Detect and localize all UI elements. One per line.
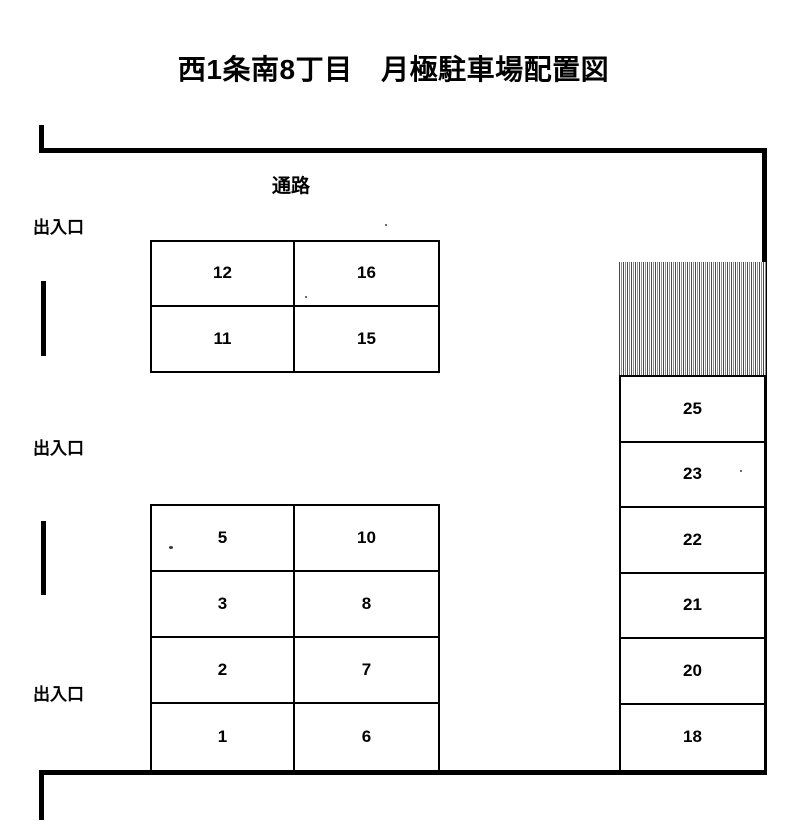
parking-stall[interactable]: 20 [621, 639, 764, 705]
parking-stall[interactable]: 7 [295, 638, 438, 704]
boundary-wall-bottom-left-stub [39, 770, 44, 820]
parking-stall[interactable]: 8 [295, 572, 438, 638]
parking-stall[interactable]: 23 [621, 442, 764, 508]
parking-stall[interactable]: 12 [152, 242, 295, 307]
hatched-unavailable-area [619, 262, 766, 375]
entrance-label-2: 出入口 [33, 439, 84, 458]
passage-label: 通路 [272, 176, 311, 197]
scan-speck [305, 296, 307, 298]
boundary-wall-top [39, 148, 767, 153]
scan-speck [169, 546, 173, 549]
entrance-label-3: 出入口 [33, 685, 84, 704]
parking-stall[interactable]: 16 [295, 242, 438, 307]
scan-speck [385, 224, 387, 226]
parking-stall[interactable]: 6 [295, 704, 438, 770]
entrance-label-1: 出入口 [33, 218, 84, 237]
gate-divider-wall-lower [41, 521, 46, 595]
parking-stall[interactable]: 10 [295, 506, 438, 572]
parking-stall[interactable]: 22 [621, 508, 764, 574]
boundary-wall-bottom [39, 770, 767, 775]
upper-left-stall-block: 12 16 11 15 [150, 240, 440, 373]
parking-stall[interactable]: 2 [152, 638, 295, 704]
parking-stall[interactable]: 1 [152, 704, 295, 770]
parking-stall[interactable]: 21 [621, 573, 764, 639]
parking-stall[interactable]: 25 [621, 377, 764, 443]
gate-divider-wall-upper [41, 281, 46, 356]
parking-stall[interactable]: 15 [295, 306, 438, 371]
parking-stall[interactable]: 5 [152, 506, 295, 572]
lower-left-stall-block: 5 10 3 8 2 7 1 6 [150, 504, 440, 772]
right-stall-column: 25 23 22 21 20 18 [619, 375, 766, 772]
scan-speck [740, 470, 742, 472]
parking-stall[interactable]: 3 [152, 572, 295, 638]
parking-stall[interactable]: 18 [621, 704, 764, 770]
boundary-wall-top-left-stub [39, 125, 44, 153]
page-title: 西1条南8丁目 月極駐車場配置図 [177, 54, 610, 85]
parking-stall[interactable]: 11 [152, 306, 295, 371]
